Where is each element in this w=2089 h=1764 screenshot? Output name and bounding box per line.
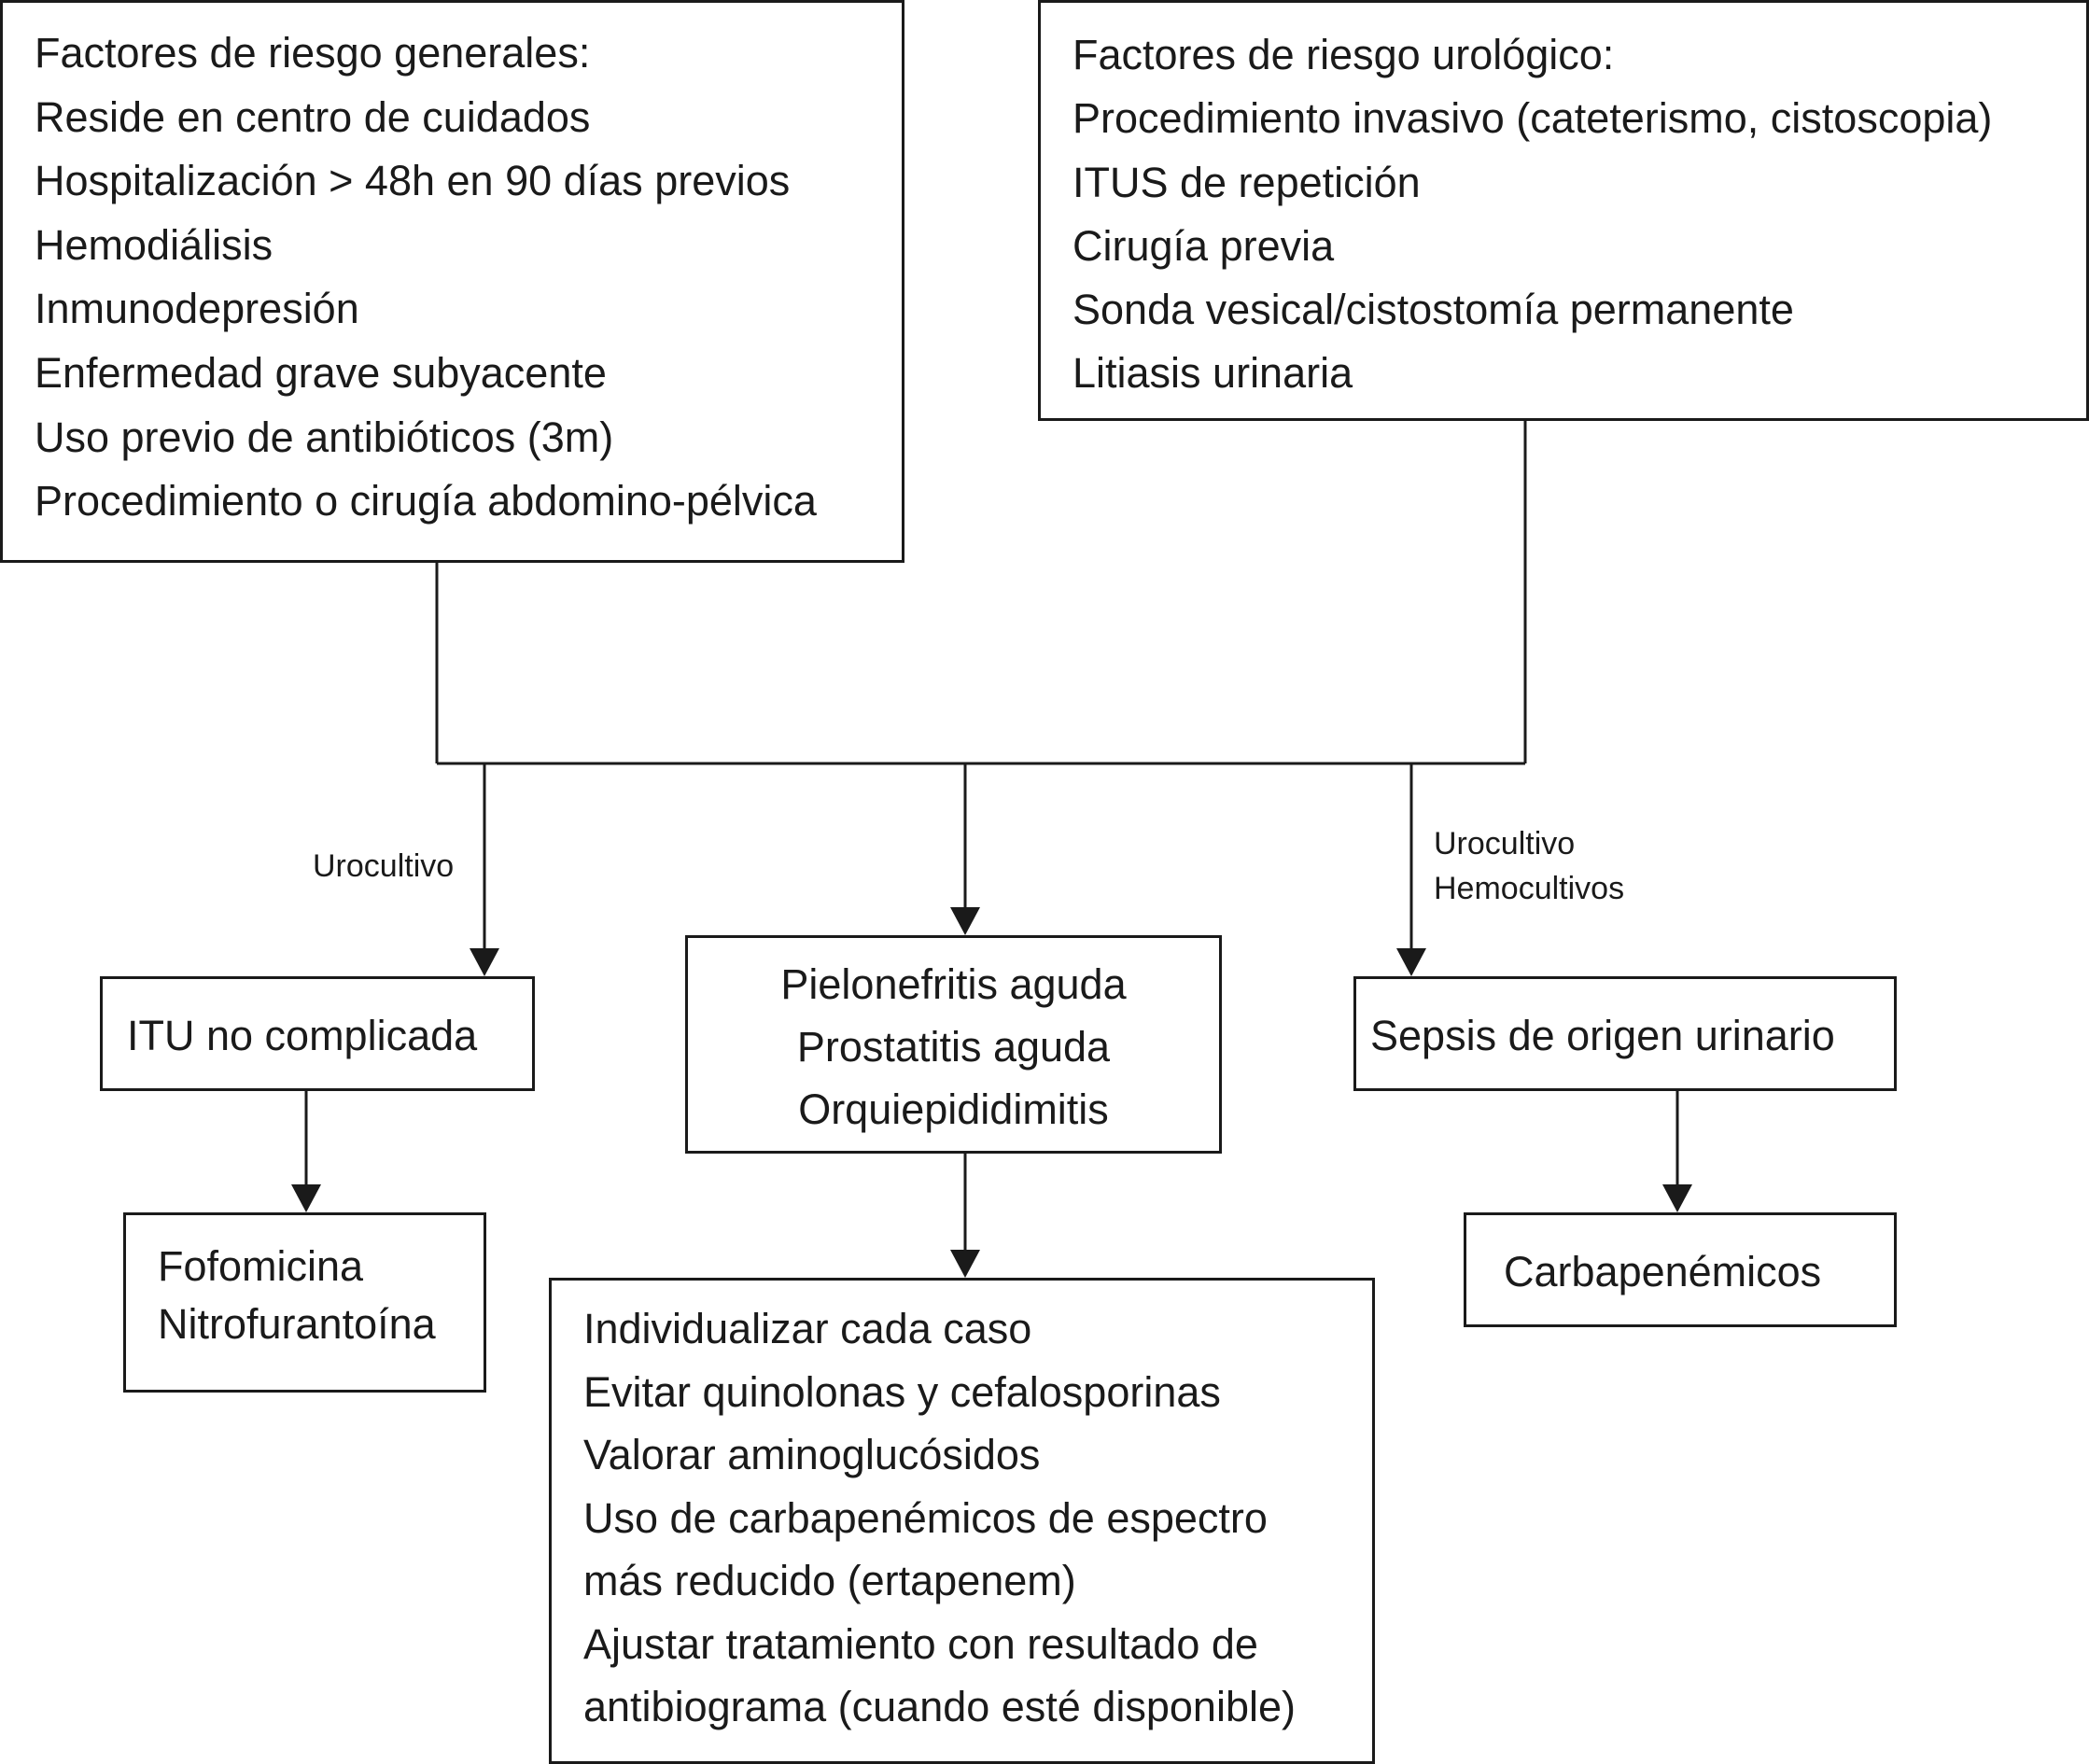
arrowhead-to-carbapenemicos [1662,1184,1692,1212]
diagnosis-item: Pielonefritis aguda [780,960,1127,1008]
arrowhead-to-fofomicina [291,1184,321,1212]
uncomplicated-uti-label: ITU no complicada [127,1012,478,1059]
sepsis-treatment-box: Carbapenémicos [1464,1212,1897,1327]
urologic-risk-factors-list: Factores de riesgo urológico: Procedimie… [1073,23,2086,406]
treatment-item: Fofomicina [158,1242,364,1290]
treatment-item: Evitar quinolonas y cefalosporinas [583,1367,1221,1416]
urologic-risk-factor-item: ITUS de repetición [1073,158,1421,206]
edge-label-urocultivo-right: Urocultivo [1434,826,1576,861]
general-risk-factor-item: Reside en centro de cuidados [35,92,591,141]
uncomplicated-uti-list: ITU no complicada [127,1007,532,1065]
edge-label-cultures: Urocultivo Hemocultivos [1434,821,1624,911]
arrowhead-to-itu [470,948,499,976]
treatment-item: Valorar aminoglucósidos [583,1431,1041,1478]
treatment-item: Individualizar cada caso [583,1305,1032,1352]
general-risk-factor-item: Hospitalización > 48h en 90 días previos [35,157,791,205]
urinary-sepsis-label: Sepsis de origen urinario [1370,1012,1835,1059]
urologic-risk-factor-item: Procedimiento invasivo (cateterismo, cis… [1073,94,1993,143]
general-risk-factor-item: Procedimiento o cirugía abdomino-pélvica [35,477,817,525]
sepsis-treatment-list: Carbapenémicos [1504,1243,1894,1301]
urologic-risk-factors-box: Factores de riesgo urológico: Procedimie… [1038,0,2089,421]
acute-infections-list: Pielonefritis aguda Prostatitis aguda Or… [688,953,1219,1141]
treatment-item: Nitrofurantoína [158,1300,436,1348]
general-risk-factors-title: Factores de riesgo generales: [35,29,591,77]
general-risk-factor-item: Enfermedad grave subyacente [35,348,607,397]
urologic-risk-factors-title: Factores de riesgo urológico: [1073,31,1615,78]
general-risk-factor-item: Uso previo de antibióticos (3m) [35,413,614,461]
uncomplicated-treatment-box: Fofomicina Nitrofurantoína [123,1212,486,1393]
general-risk-factor-item: Hemodiálisis [35,220,273,269]
diagnosis-item: Prostatitis aguda [796,1023,1111,1071]
edge-label-hemocultivos: Hemocultivos [1434,871,1625,906]
arrowhead-to-sepsis [1396,948,1426,976]
edge-label-urocultivo: Urocultivo [313,848,455,884]
general-risk-factor-item: Inmunodepresión [35,285,359,333]
central-treatment-list: Individualizar cada caso Evitar quinolon… [583,1297,1372,1739]
uncomplicated-treatment-list: Fofomicina Nitrofurantoína [158,1238,484,1353]
urinary-sepsis-box: Sepsis de origen urinario [1353,976,1897,1091]
arrowhead-to-central [950,907,980,935]
urologic-risk-factor-item: Litiasis urinaria [1073,349,1353,398]
urinary-sepsis-list: Sepsis de origen urinario [1370,1007,1894,1065]
acute-infections-box: Pielonefritis aguda Prostatitis aguda Or… [685,935,1222,1154]
treatment-item: Uso de carbapenémicos de espectro [583,1493,1268,1542]
general-risk-factors-box: Factores de riesgo generales: Reside en … [0,0,904,563]
urologic-risk-factor-item: Cirugía previa [1073,221,1335,270]
treatment-item: Ajustar tratamiento con resultado de [583,1619,1258,1668]
general-risk-factors-list: Factores de riesgo generales: Reside en … [35,21,902,534]
treatment-item: antibiograma (cuando esté disponible) [583,1683,1296,1730]
treatment-item: Carbapenémicos [1504,1248,1822,1295]
treatment-item: más reducido (ertapenem) [583,1557,1076,1604]
central-treatment-box: Individualizar cada caso Evitar quinolon… [549,1278,1375,1764]
uncomplicated-uti-box: ITU no complicada [100,976,535,1091]
arrowhead-to-individualizar [950,1250,980,1278]
diagnosis-item: Orquiepididimitis [798,1085,1109,1133]
urologic-risk-factor-item: Sonda vesical/cistostomía permanente [1073,286,1794,334]
